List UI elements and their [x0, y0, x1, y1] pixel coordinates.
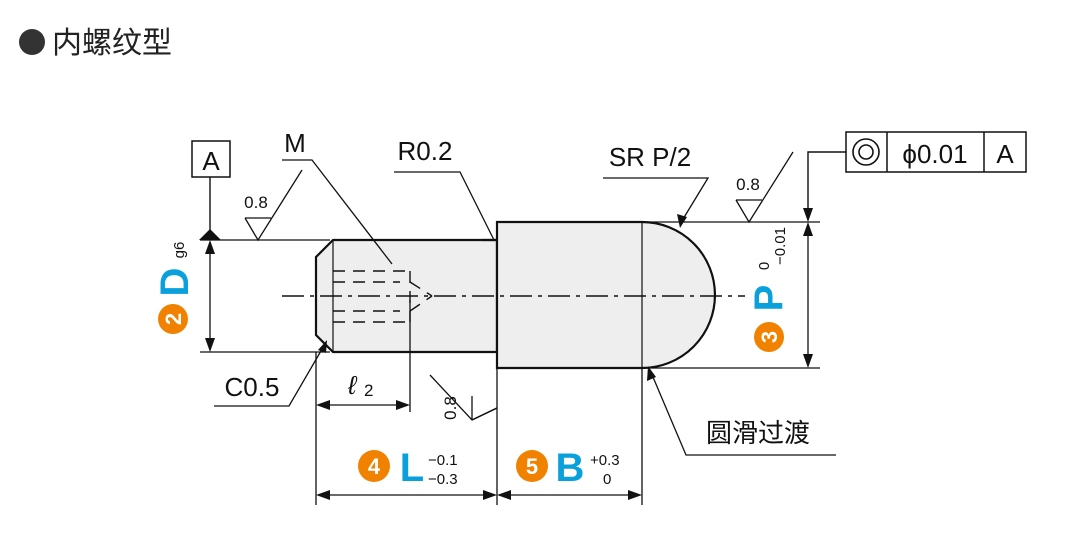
tolerance-frame: ϕ0.01 A	[803, 131, 1027, 222]
svg-text:g6: g6	[171, 242, 188, 259]
svg-text:SR P/2: SR P/2	[609, 142, 691, 172]
roughness-symbol-bottom: 0.8	[429, 374, 498, 421]
svg-text:C0.5: C0.5	[225, 372, 280, 402]
svg-text:−0.3: −0.3	[428, 471, 458, 488]
svg-text:0.8: 0.8	[244, 193, 268, 212]
hidden-thread	[333, 270, 433, 323]
extension-lines	[200, 221, 820, 505]
svg-text:4: 4	[368, 454, 381, 479]
svg-text:R0.2: R0.2	[398, 136, 453, 166]
leader-c05: C0.5	[214, 340, 327, 407]
roughness-symbol-left: 0.8	[244, 169, 303, 242]
thread-depth-symbol: ℓ	[347, 370, 358, 400]
dimension-p: 3 P 0 −0.01	[747, 227, 791, 352]
svg-text:0.8: 0.8	[441, 396, 460, 420]
svg-text:A: A	[996, 139, 1014, 169]
svg-text:圆滑过渡: 圆滑过渡	[706, 418, 810, 448]
datum-a: A	[191, 140, 231, 240]
leader-sr: SR P/2	[603, 142, 710, 228]
svg-text:P: P	[747, 285, 791, 312]
page-title: 内螺纹型	[52, 27, 172, 60]
svg-text:5: 5	[526, 454, 538, 479]
leader-r02: R0.2	[394, 136, 495, 241]
leader-fillet: 圆滑过渡	[647, 366, 836, 456]
svg-text:D: D	[153, 268, 197, 297]
thread-depth-label: 2	[364, 381, 373, 400]
svg-text:3: 3	[757, 331, 782, 343]
svg-text:+0.3: +0.3	[590, 452, 620, 469]
concentricity-icon	[852, 138, 880, 166]
svg-text:A: A	[202, 146, 220, 176]
svg-text:0.8: 0.8	[736, 175, 760, 194]
dimension-b: 5 B +0.3 0	[516, 446, 620, 490]
svg-text:0: 0	[603, 471, 611, 488]
leader-m: M	[282, 128, 393, 265]
svg-text:2: 2	[161, 313, 186, 325]
svg-text:ϕ0.01: ϕ0.01	[902, 139, 967, 169]
svg-text:−0.1: −0.1	[428, 452, 458, 469]
roughness-symbol-right: 0.8	[735, 151, 794, 224]
svg-text:M: M	[284, 128, 306, 158]
svg-text:0: 0	[756, 262, 773, 270]
dimension-l: 4 L −0.1 −0.3	[358, 446, 458, 490]
title-bullet-icon	[19, 29, 45, 55]
dimension-d: 2 D g6	[153, 242, 197, 334]
svg-text:L: L	[400, 446, 424, 490]
svg-text:−0.01: −0.01	[772, 227, 789, 265]
svg-text:B: B	[556, 446, 585, 490]
